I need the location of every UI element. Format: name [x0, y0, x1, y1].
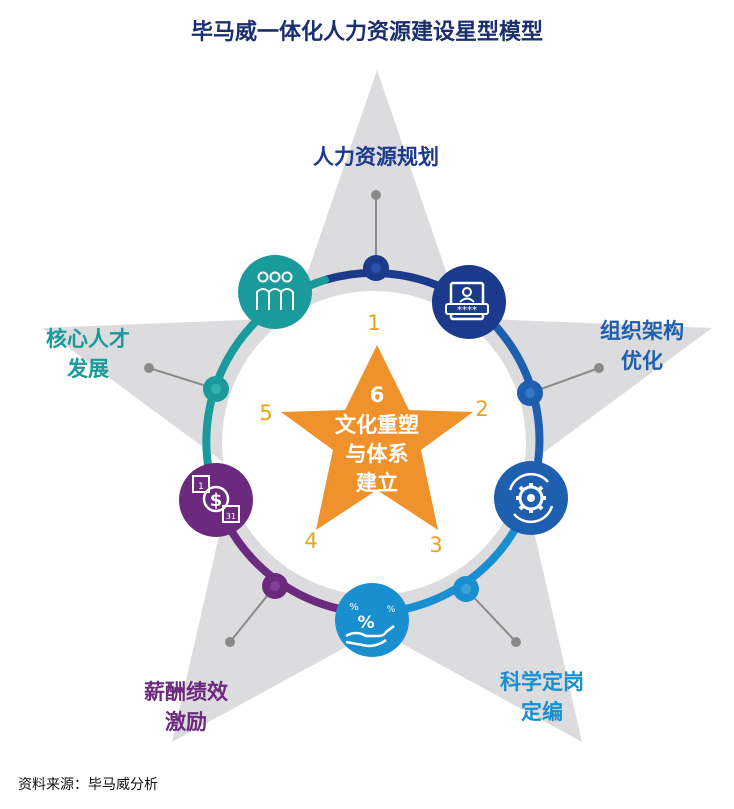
label-org-structure-line-2: 优化 [621, 349, 663, 373]
diagram-title: 毕马威一体化人力资源建设星型模型 [190, 20, 543, 45]
segment-number-4: 4 [304, 529, 317, 553]
center-label-line-1: 文化重塑 [335, 413, 419, 437]
svg-text:%: % [357, 613, 374, 633]
label-org-structure-line-1: 组织架构 [600, 319, 684, 343]
center-star [281, 345, 473, 530]
segment-number-5: 5 [259, 401, 272, 425]
segment-number-3: 3 [429, 533, 442, 557]
segment-number-1: 1 [367, 311, 380, 335]
connector-dot-3 [511, 637, 521, 647]
id-card-icon: **** [432, 265, 506, 339]
label-talent-line-2: 发展 [66, 357, 109, 381]
hand-percent-icon: % % % [335, 583, 409, 657]
label-staffing-line-1: 科学定岗 [500, 670, 584, 694]
connector-dot-4 [225, 637, 235, 647]
svg-text:%: % [387, 605, 396, 615]
connector-dot-2 [594, 363, 604, 373]
svg-text:1: 1 [198, 482, 204, 492]
segment-number-2: 2 [475, 397, 488, 421]
source-note: 资料来源：毕马威分析 [18, 777, 158, 793]
label-compensation-line-1: 薪酬绩效 [144, 680, 228, 704]
svg-text:$: $ [210, 490, 223, 511]
svg-text:%: % [349, 602, 359, 613]
svg-text:31: 31 [226, 512, 236, 521]
gear-cycle-icon [494, 461, 568, 535]
center-number: 6 [370, 383, 385, 407]
label-hr-planning: 人力资源规划 [313, 145, 439, 169]
connector-dot-1 [371, 190, 381, 200]
label-compensation-line-2: 激励 [165, 710, 207, 734]
center-label-line-3: 建立 [356, 471, 398, 495]
center-label-line-2: 与体系 [346, 442, 409, 466]
label-talent-line-1: 核心人才 [46, 327, 130, 351]
label-staffing-line-2: 定编 [521, 700, 563, 724]
connector-dot-5 [144, 363, 154, 373]
svg-text:****: **** [457, 305, 477, 316]
people-icon [238, 255, 312, 329]
dollar-calendar-icon: 1 31 $ [179, 463, 253, 537]
